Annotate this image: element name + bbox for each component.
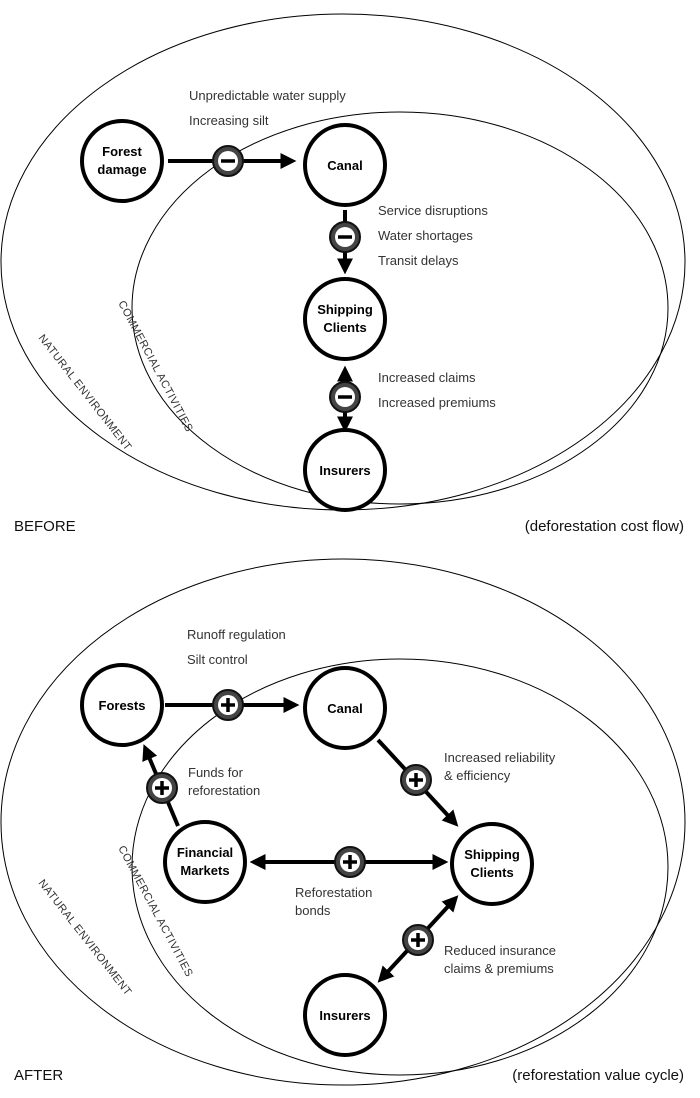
before-panel: NATURAL ENVIRONMENT COMMERCIAL ACTIVITIE… [0, 13, 686, 535]
before-node-insurers: Insurers [303, 428, 387, 512]
before-minus-badge-canal-shipping [329, 221, 361, 253]
after-natural-environment-label: NATURAL ENVIRONMENT [36, 877, 134, 998]
after-commercial-activities-ring [131, 658, 669, 1076]
after-panel: NATURAL ENVIRONMENT COMMERCIAL ACTIVITIE… [0, 558, 686, 1086]
svg-text:Insurers: Insurers [319, 463, 370, 478]
before-subtitle: (deforestation cost flow) [525, 518, 684, 535]
svg-text:Clients: Clients [323, 320, 366, 335]
after-plus-badge-financial-forests [146, 772, 178, 804]
after-label-claims-premiums: claims & premiums [444, 961, 554, 976]
before-label-transit-delays: Transit delays [378, 253, 459, 268]
before-label-increased-claims: Increased claims [378, 370, 476, 385]
svg-text:Markets: Markets [180, 863, 229, 878]
before-node-shipping-clients: Shipping Clients [303, 277, 387, 361]
after-label-reforestation-bonds-1: Reforestation [295, 885, 372, 900]
svg-text:Forests: Forests [99, 698, 146, 713]
svg-text:Shipping: Shipping [317, 302, 373, 317]
svg-text:Shipping: Shipping [464, 847, 520, 862]
after-label-runoff-regulation: Runoff regulation [187, 627, 286, 642]
after-plus-badge-canal-shipping [400, 764, 432, 796]
after-label-funds-for: Funds for [188, 765, 244, 780]
before-natural-environment-label: NATURAL ENVIRONMENT [36, 332, 134, 453]
after-node-financial-markets: Financial Markets [163, 820, 247, 904]
after-natural-environment-ring [0, 558, 686, 1086]
svg-text:Forest: Forest [102, 144, 142, 159]
after-plus-badge-shipping-insurers [402, 924, 434, 956]
before-node-forest-damage: Forest damage [80, 119, 164, 203]
before-label-increased-premiums: Increased premiums [378, 395, 496, 410]
svg-text:damage: damage [97, 162, 146, 177]
after-node-canal: Canal [303, 666, 387, 750]
after-label-increased-reliability: Increased reliability [444, 750, 556, 765]
before-label-water-shortages: Water shortages [378, 228, 473, 243]
after-node-insurers: Insurers [303, 973, 387, 1057]
before-label-unpredictable-water: Unpredictable water supply [189, 88, 346, 103]
after-node-shipping-clients: Shipping Clients [450, 822, 534, 906]
svg-text:Canal: Canal [327, 158, 362, 173]
before-commercial-activities-label: COMMERCIAL ACTIVITIES [115, 299, 195, 434]
after-plus-badge-financial-shipping [334, 846, 366, 878]
before-commercial-activities-ring [131, 111, 669, 505]
before-minus-badge-shipping-insurers [329, 381, 361, 413]
before-caption: BEFORE [14, 518, 76, 535]
after-label-silt-control: Silt control [187, 652, 248, 667]
svg-text:Clients: Clients [470, 865, 513, 880]
svg-text:Insurers: Insurers [319, 1008, 370, 1023]
svg-text:Financial: Financial [177, 845, 233, 860]
before-label-increasing-silt: Increasing silt [189, 113, 269, 128]
after-label-reforestation: reforestation [188, 783, 260, 798]
after-label-reforestation-bonds-2: bonds [295, 903, 331, 918]
after-subtitle: (reforestation value cycle) [512, 1067, 684, 1084]
before-node-canal: Canal [303, 123, 387, 207]
svg-text:Canal: Canal [327, 701, 362, 716]
before-minus-badge-forest-canal [212, 145, 244, 177]
after-caption: AFTER [14, 1067, 63, 1084]
after-label-efficiency: & efficiency [444, 768, 511, 783]
after-label-reduced-insurance: Reduced insurance [444, 943, 556, 958]
before-label-service-disruptions: Service disruptions [378, 203, 488, 218]
after-node-forests: Forests [80, 663, 164, 747]
after-plus-badge-forests-canal [212, 689, 244, 721]
